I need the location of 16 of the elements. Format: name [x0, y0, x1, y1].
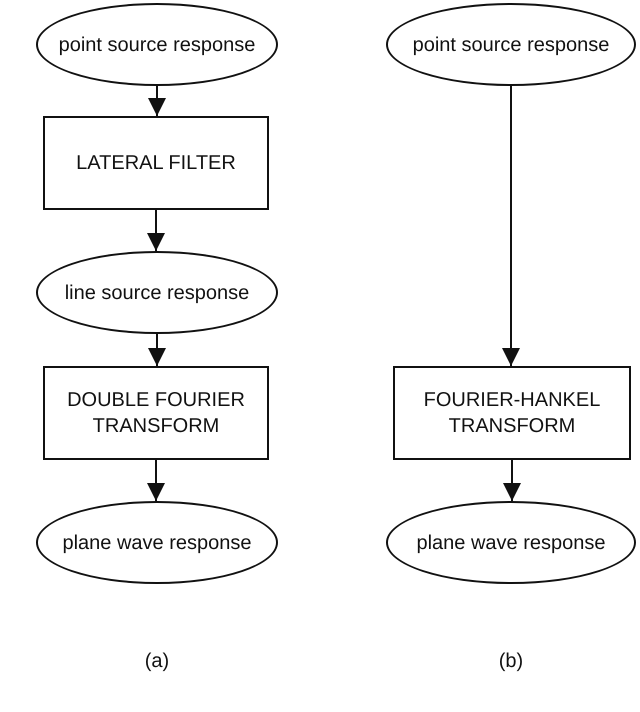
ellipse-node: point source response: [386, 3, 636, 86]
panel-label: (b): [498, 650, 524, 673]
process-box: FOURIER-HANKEL TRANSFORM: [393, 366, 631, 460]
arrow: [147, 210, 165, 251]
ellipse-node: point source response: [36, 3, 278, 86]
ellipse-node: plane wave response: [386, 501, 636, 584]
process-box: LATERAL FILTER: [43, 116, 269, 210]
panel-label: (a): [144, 650, 170, 673]
ellipse-node: plane wave response: [36, 501, 278, 584]
arrow: [147, 460, 165, 501]
ellipse-node: line source response: [36, 251, 278, 334]
arrow: [502, 86, 520, 366]
arrow: [148, 86, 166, 116]
arrow: [503, 460, 521, 501]
arrow: [148, 334, 166, 366]
process-box: DOUBLE FOURIER TRANSFORM: [43, 366, 269, 460]
